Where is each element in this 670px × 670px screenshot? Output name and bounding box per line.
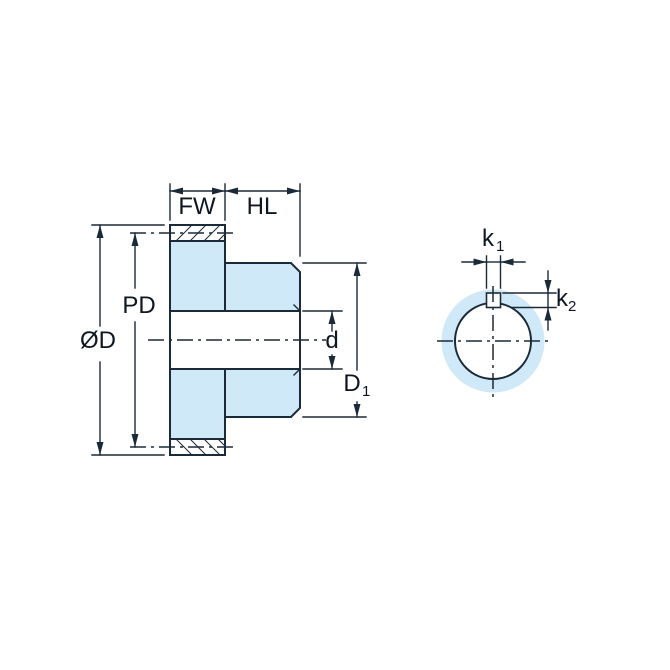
- extension-lines: [91, 224, 165, 456]
- gear-outline: [169, 224, 301, 456]
- gear-cross-section-view: [130, 224, 326, 456]
- dimension-pd: PD: [122, 232, 156, 448]
- extension-lines: [302, 310, 343, 370]
- dimension-fw-hl: FW HL: [169, 183, 301, 257]
- label-hl: HL: [247, 193, 278, 220]
- label-k1-sub: 1: [496, 238, 504, 255]
- dimension-k1: k 1: [461, 225, 526, 289]
- bore-chamfer-ticks: [293, 304, 301, 376]
- dimension-k2: k 2: [502, 270, 576, 331]
- label-pd: PD: [122, 292, 155, 319]
- label-d1-sub: 1: [362, 383, 370, 400]
- label-fw: FW: [178, 193, 216, 220]
- dimension-od: ØD: [80, 224, 165, 456]
- label-k2-base: k: [556, 285, 569, 312]
- gear-end-view: [437, 286, 549, 397]
- label-k2-sub: 2: [568, 298, 576, 315]
- label-d: d: [325, 327, 338, 354]
- dimension-d: d: [302, 310, 343, 370]
- label-od: ØD: [80, 327, 116, 354]
- label-d1-base: D: [343, 370, 360, 397]
- extension-lines: [485, 255, 502, 289]
- dimension-d1: D 1: [302, 262, 370, 418]
- label-k1-base: k: [482, 225, 495, 252]
